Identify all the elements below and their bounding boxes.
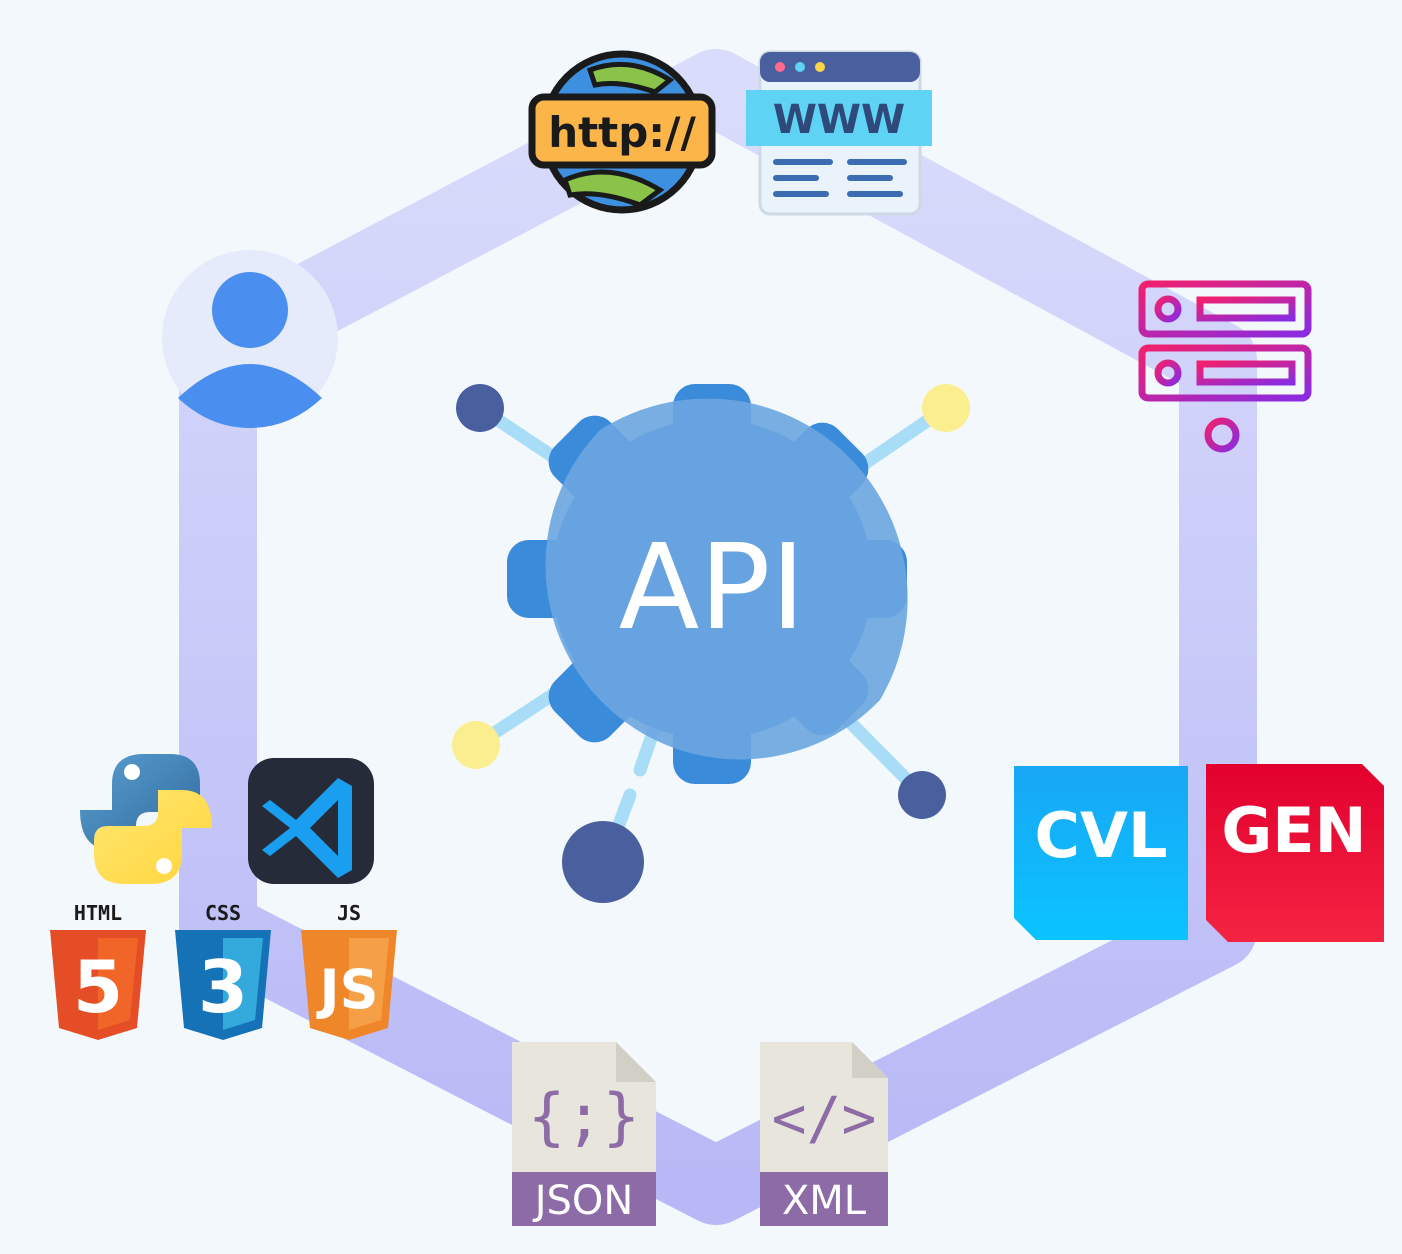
html-caption: HTML — [74, 901, 122, 925]
css3-logo-icon: CSS 3 — [175, 901, 271, 1040]
css3-number: 3 — [198, 945, 248, 1029]
node-top-left — [456, 384, 504, 432]
node-bottom-right — [898, 771, 946, 819]
api-label: API — [619, 518, 806, 656]
http-label: http:// — [548, 108, 696, 157]
api-gear-icon: API — [452, 384, 970, 903]
vscode-logo-icon — [248, 758, 374, 884]
python-logo-icon — [80, 754, 212, 884]
json-glyph: {;} — [528, 1080, 640, 1153]
js-mark: JS — [316, 958, 379, 1021]
gen-label: GEN — [1221, 794, 1366, 867]
xml-file-icon: </> XML — [760, 1042, 888, 1226]
http-globe-icon: http:// — [528, 50, 716, 214]
xml-label: XML — [782, 1178, 867, 1224]
html5-logo-icon: HTML 5 — [50, 901, 146, 1040]
javascript-logo-icon: JS JS — [301, 901, 397, 1040]
css-caption: CSS — [205, 901, 241, 925]
json-label: JSON — [532, 1178, 634, 1224]
xml-glyph: </> — [772, 1084, 877, 1152]
js-caption: JS — [337, 901, 361, 925]
gen-logo: GEN — [1206, 764, 1384, 942]
node-top-right — [922, 384, 970, 432]
node-bottom — [562, 821, 644, 903]
html5-number: 5 — [73, 945, 123, 1029]
json-file-icon: {;} JSON — [512, 1042, 656, 1226]
web-browser-icon: WWW — [746, 50, 932, 216]
user-avatar-icon — [162, 250, 338, 428]
gear-body — [507, 384, 908, 784]
server-network-icon — [1138, 280, 1312, 453]
cvl-label: CVL — [1035, 799, 1168, 872]
node-bottom-left — [452, 721, 500, 769]
www-label: WWW — [773, 97, 905, 143]
cvl-logo: CVL — [1014, 766, 1188, 940]
